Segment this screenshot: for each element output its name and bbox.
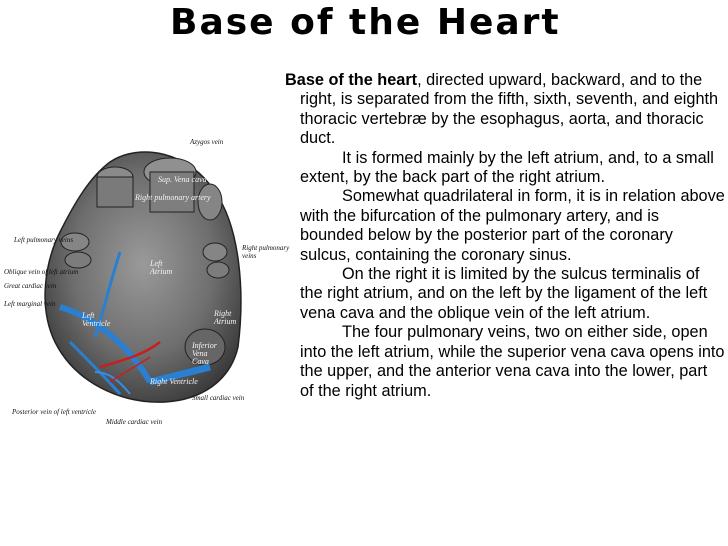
label-posterior-vein: Posterior vein of left ventricle <box>12 408 96 416</box>
label-right-atrium: Right Atrium <box>214 309 237 326</box>
bold-lead: Base of the heart <box>285 71 418 89</box>
label-small-cardiac-vein: Small cardiac vein <box>192 394 245 402</box>
label-great-cardiac-vein: Great cardiac vein <box>4 282 57 290</box>
paragraph-1: Base of the heart, directed upward, back… <box>285 71 725 149</box>
paragraph-1-text: , directed upward, backward, and to the … <box>300 71 719 148</box>
heart-base-illustration: Azygos vein Sup. Vena cava Right pulmona… <box>0 132 300 432</box>
label-left-atrium: Left Atrium <box>150 259 173 276</box>
heart-drawing <box>44 151 242 403</box>
label-right-ventricle: Right Ventricle <box>150 377 198 386</box>
label-azygos-vein: Azygos vein <box>190 138 224 146</box>
label-right-pulmonary-veins: Right pulmonary veins <box>242 244 290 260</box>
label-right-pulmonary-artery: Right pulmonary artery <box>135 193 211 202</box>
label-sup-vena-cava: Sup. Vena cava <box>158 175 207 184</box>
body-text: Base of the heart, directed upward, back… <box>285 71 725 401</box>
paragraph-4: On the right it is limited by the sulcus… <box>300 265 708 322</box>
paragraph-5: The four pulmonary veins, two on either … <box>300 323 725 400</box>
label-left-ventricle: Left Ventricle <box>82 311 111 328</box>
paragraph-2: It is formed mainly by the left atrium, … <box>300 148 714 187</box>
label-left-marginal-vein: Left marginal vein <box>4 300 56 308</box>
label-left-pulmonary-veins: Left pulmonary veins <box>14 236 74 244</box>
label-middle-cardiac-vein: Middle cardiac vein <box>106 418 163 426</box>
paragraph-3: Somewhat quadrilateral in form, it is in… <box>300 187 725 264</box>
label-oblique-vein: Oblique vein of left atrium <box>4 268 79 276</box>
label-inferior-vena-cava: Inferior Vena Cava <box>192 341 217 366</box>
page-title: Base of the Heart <box>170 2 561 43</box>
